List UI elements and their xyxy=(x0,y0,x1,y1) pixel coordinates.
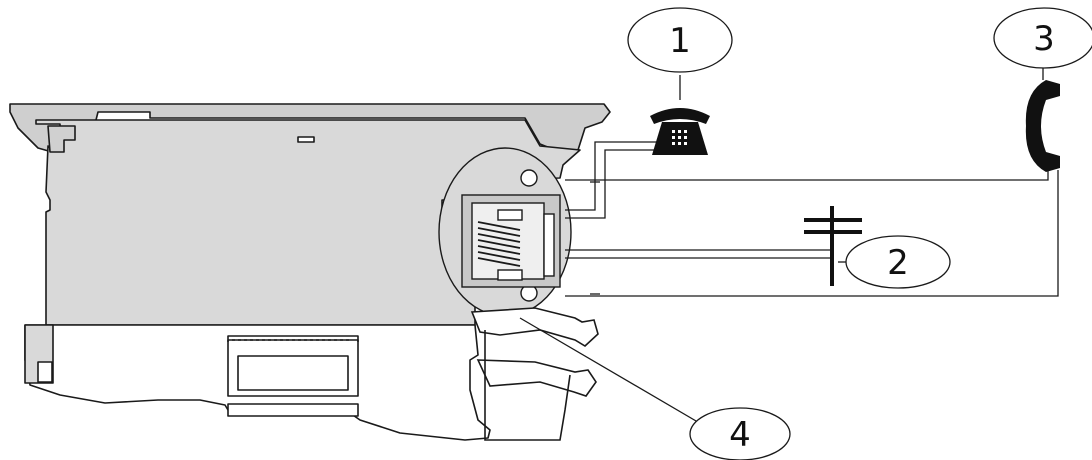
rj-pins xyxy=(477,221,521,267)
callout-1: 1 xyxy=(627,7,733,73)
callout-4: 4 xyxy=(689,407,791,460)
handset-icon xyxy=(1025,55,1060,172)
callout-4-leader xyxy=(519,317,709,429)
utility-pole-icon xyxy=(804,206,862,286)
callout-3: 3 xyxy=(993,7,1092,69)
wiring xyxy=(565,141,1059,297)
mounting-clips xyxy=(470,307,599,441)
mounting-hole-top xyxy=(520,169,538,187)
callout-3-label: 3 xyxy=(1033,19,1055,59)
callout-1-label: 1 xyxy=(669,21,691,61)
callout-4-label: 4 xyxy=(729,415,751,455)
callout-2: 2 xyxy=(845,235,951,289)
telephone-icon xyxy=(650,75,710,155)
callout-2-label: 2 xyxy=(887,243,909,283)
terminal-detail xyxy=(438,147,572,317)
control-panel-housing xyxy=(9,103,611,441)
